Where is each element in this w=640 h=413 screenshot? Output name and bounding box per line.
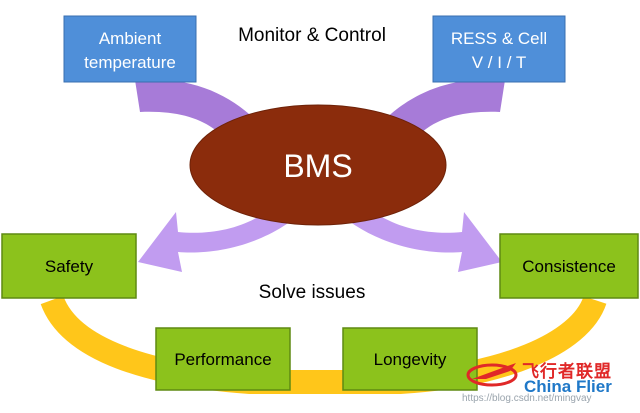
watermark-url: https://blog.csdn.net/mingvay xyxy=(462,393,592,404)
output-performance-label: Performance xyxy=(174,350,271,369)
watermark: 飞行者联盟 China Flier https://blog.csdn.net/… xyxy=(462,355,632,407)
output-consistence-label: Consistence xyxy=(522,257,616,276)
bms-ellipse xyxy=(189,104,447,226)
output-longevity-label: Longevity xyxy=(374,350,447,369)
yellow-ring xyxy=(40,295,607,394)
bms-label: BMS xyxy=(283,148,352,184)
watermark-logo-en: China Flier xyxy=(524,377,612,396)
input-ress-line2: V / I / T xyxy=(472,53,526,72)
input-ress-line1: RESS & Cell xyxy=(451,29,547,48)
input-ambient-line1: Ambient xyxy=(99,29,162,48)
output-box-consistence xyxy=(499,233,639,299)
plane-logo-icon xyxy=(466,363,518,387)
output-box-safety xyxy=(1,233,137,299)
watermark-logo-cn: 飞行者联盟 xyxy=(522,362,612,382)
input-box-ress xyxy=(432,15,566,83)
output-safety-label: Safety xyxy=(45,257,94,276)
title-monitor-control: Monitor & Control xyxy=(238,25,386,46)
input-box-ambient xyxy=(63,15,197,83)
output-box-performance xyxy=(155,327,291,391)
title-solve-issues: Solve issues xyxy=(259,282,366,303)
output-box-longevity xyxy=(342,327,478,391)
input-ambient-line2: temperature xyxy=(84,53,176,72)
